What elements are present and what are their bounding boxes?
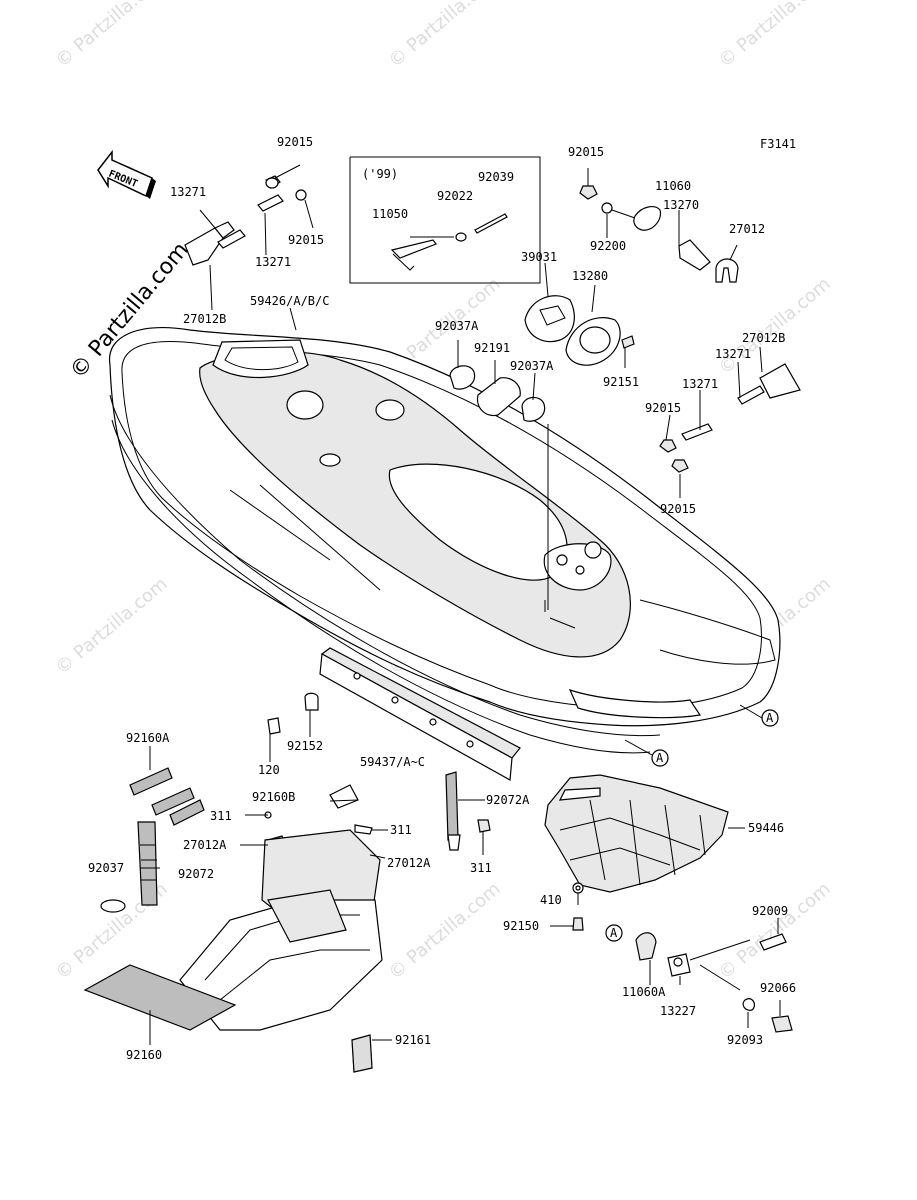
part-label-120: 120	[258, 763, 280, 777]
part-label-13271: 13271	[715, 347, 751, 361]
hatch-opening	[212, 339, 309, 379]
hull-59426	[109, 327, 781, 754]
part-label-27012B: 27012B	[183, 312, 226, 326]
part-label-92072: 92072	[178, 867, 214, 881]
part-label-92161: 92161	[395, 1033, 431, 1047]
part-label-92191: 92191	[474, 341, 510, 355]
part-label-311: 311	[210, 809, 232, 823]
vent-cap-39031	[524, 295, 575, 343]
part-label-92015: 92015	[660, 502, 696, 516]
part-label-13271: 13271	[255, 255, 291, 269]
part-label-11060A: 11060A	[622, 985, 666, 999]
grommet-27012B	[759, 363, 801, 399]
part-label-27012: 27012	[729, 222, 765, 236]
part-label-13271: 13271	[170, 185, 206, 199]
parts-bottom-left	[83, 692, 491, 1073]
part-label-92039: 92039	[478, 170, 514, 184]
sticker-92160A	[129, 767, 173, 796]
part-label-92200: 92200	[590, 239, 626, 253]
part-label-13280: 13280	[572, 269, 608, 283]
ref-marker: A	[610, 926, 618, 940]
part-label-92037: 92037	[88, 861, 124, 875]
drain-plug-assembly	[635, 918, 793, 1033]
part-label-39031: 39031	[521, 250, 557, 264]
part-label-92072A: 92072A	[486, 793, 530, 807]
watermark: © Partzilla.com	[385, 878, 505, 983]
part-label-92066: 92066	[760, 981, 796, 995]
rub-strip-59437	[319, 647, 521, 781]
part-label-311: 311	[390, 823, 412, 837]
part-label-92093: 92093	[727, 1033, 763, 1047]
part-label-410: 410	[540, 893, 562, 907]
watermark: © Partzilla.com	[52, 573, 172, 678]
watermark: © Partzilla.com	[715, 878, 835, 983]
part-label-13270: 13270	[663, 198, 699, 212]
part-label-92022: 92022	[437, 189, 473, 203]
parts-top-right	[449, 168, 801, 610]
part-label-13227: 13227	[660, 1004, 696, 1018]
foam-92072	[137, 821, 158, 906]
part-label-92037A: 92037A	[510, 359, 554, 373]
watermark: © Partzilla.com	[385, 0, 505, 72]
part-label-92015: 92015	[645, 401, 681, 415]
ref-marker: A	[656, 751, 664, 765]
part-label-92015: 92015	[277, 135, 313, 149]
figure-code: F3141	[760, 137, 796, 151]
part-label-27012B: 27012B	[742, 331, 785, 345]
ref-marker-circle	[651, 749, 669, 767]
parts-top-left	[184, 164, 314, 331]
part-labels: 92015 92015 13271 13271 27012B 59426/A/B…	[88, 135, 796, 1062]
part-label-59437: 59437/A~C	[360, 755, 425, 769]
part-label-59426: 59426/A/B/C	[250, 294, 329, 308]
part-label-27012A: 27012A	[387, 856, 431, 870]
part-label-92160B: 92160B	[252, 790, 295, 804]
inset-99-box: ('99)	[349, 156, 541, 284]
watermark: © Partzilla.com	[52, 0, 172, 72]
part-label-27012A: 27012A	[183, 838, 227, 852]
part-label-11060: 11060	[655, 179, 691, 193]
pump-cover-59446	[544, 774, 745, 931]
ref-markers: A A A	[605, 704, 779, 942]
part-label-92150: 92150	[503, 919, 539, 933]
strap-92072A	[445, 771, 459, 841]
part-label-92152: 92152	[287, 739, 323, 753]
part-label-92160A: 92160A	[126, 731, 170, 745]
watermark: © Partzilla.com	[715, 273, 835, 378]
part-label-13271: 13271	[682, 377, 718, 391]
part-label-59446: 59446	[748, 821, 784, 835]
hose-92191	[476, 377, 521, 417]
part-label-92015: 92015	[288, 233, 324, 247]
part-label-92160: 92160	[126, 1048, 162, 1062]
front-arrow-icon: FRONT	[97, 149, 156, 199]
ref-marker-circle	[605, 924, 623, 942]
part-label-11050: 11050	[372, 207, 408, 221]
part-label-92009: 92009	[752, 904, 788, 918]
ref-marker: A	[766, 711, 774, 725]
watermark: © Partzilla.com	[715, 0, 835, 72]
inset-year: ('99)	[362, 167, 398, 181]
part-label-92037A: 92037A	[435, 319, 479, 333]
part-label-92151: 92151	[603, 375, 639, 389]
part-label-311: 311	[470, 861, 492, 875]
grommet-27012B	[184, 227, 224, 266]
bracket-11050	[390, 239, 437, 259]
part-label-92015: 92015	[568, 145, 604, 159]
